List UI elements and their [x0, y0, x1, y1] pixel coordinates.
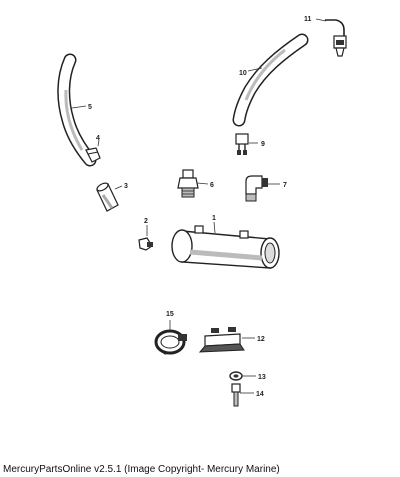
callout-1: 1	[212, 215, 216, 222]
part-13-washer[interactable]	[229, 371, 243, 381]
callout-15: 15	[166, 311, 174, 318]
part-10-hose[interactable]	[232, 33, 309, 127]
part-2-elbow[interactable]	[138, 237, 153, 251]
callout-10: 10	[239, 70, 247, 77]
part-7-elbow[interactable]	[245, 175, 268, 202]
part-11-fitting[interactable]	[325, 19, 347, 57]
part-1-cylinder[interactable]	[171, 225, 280, 269]
part-15-clamp[interactable]	[154, 329, 187, 355]
part-14-bolt[interactable]	[231, 383, 241, 407]
part-9-fitting[interactable]	[235, 133, 249, 155]
callout-14: 14	[256, 391, 264, 398]
callout-2: 2	[144, 218, 148, 225]
part-3-sleeve[interactable]	[96, 182, 119, 212]
callout-11: 11	[304, 16, 312, 23]
part-12-bracket[interactable]	[198, 327, 245, 353]
part-5-hose[interactable]	[57, 53, 97, 167]
part-4-fitting[interactable]	[85, 147, 101, 163]
callout-5: 5	[88, 104, 92, 111]
callout-12: 12	[257, 336, 265, 343]
callout-3: 3	[124, 183, 128, 190]
callout-4: 4	[96, 135, 100, 142]
callout-9: 9	[261, 141, 265, 148]
copyright-caption: MercuryPartsOnline v2.5.1 (Image Copyrig…	[3, 464, 280, 475]
part-6-fitting[interactable]	[177, 169, 199, 198]
callout-6: 6	[210, 182, 214, 189]
callout-13: 13	[258, 374, 266, 381]
callout-7: 7	[283, 182, 287, 189]
